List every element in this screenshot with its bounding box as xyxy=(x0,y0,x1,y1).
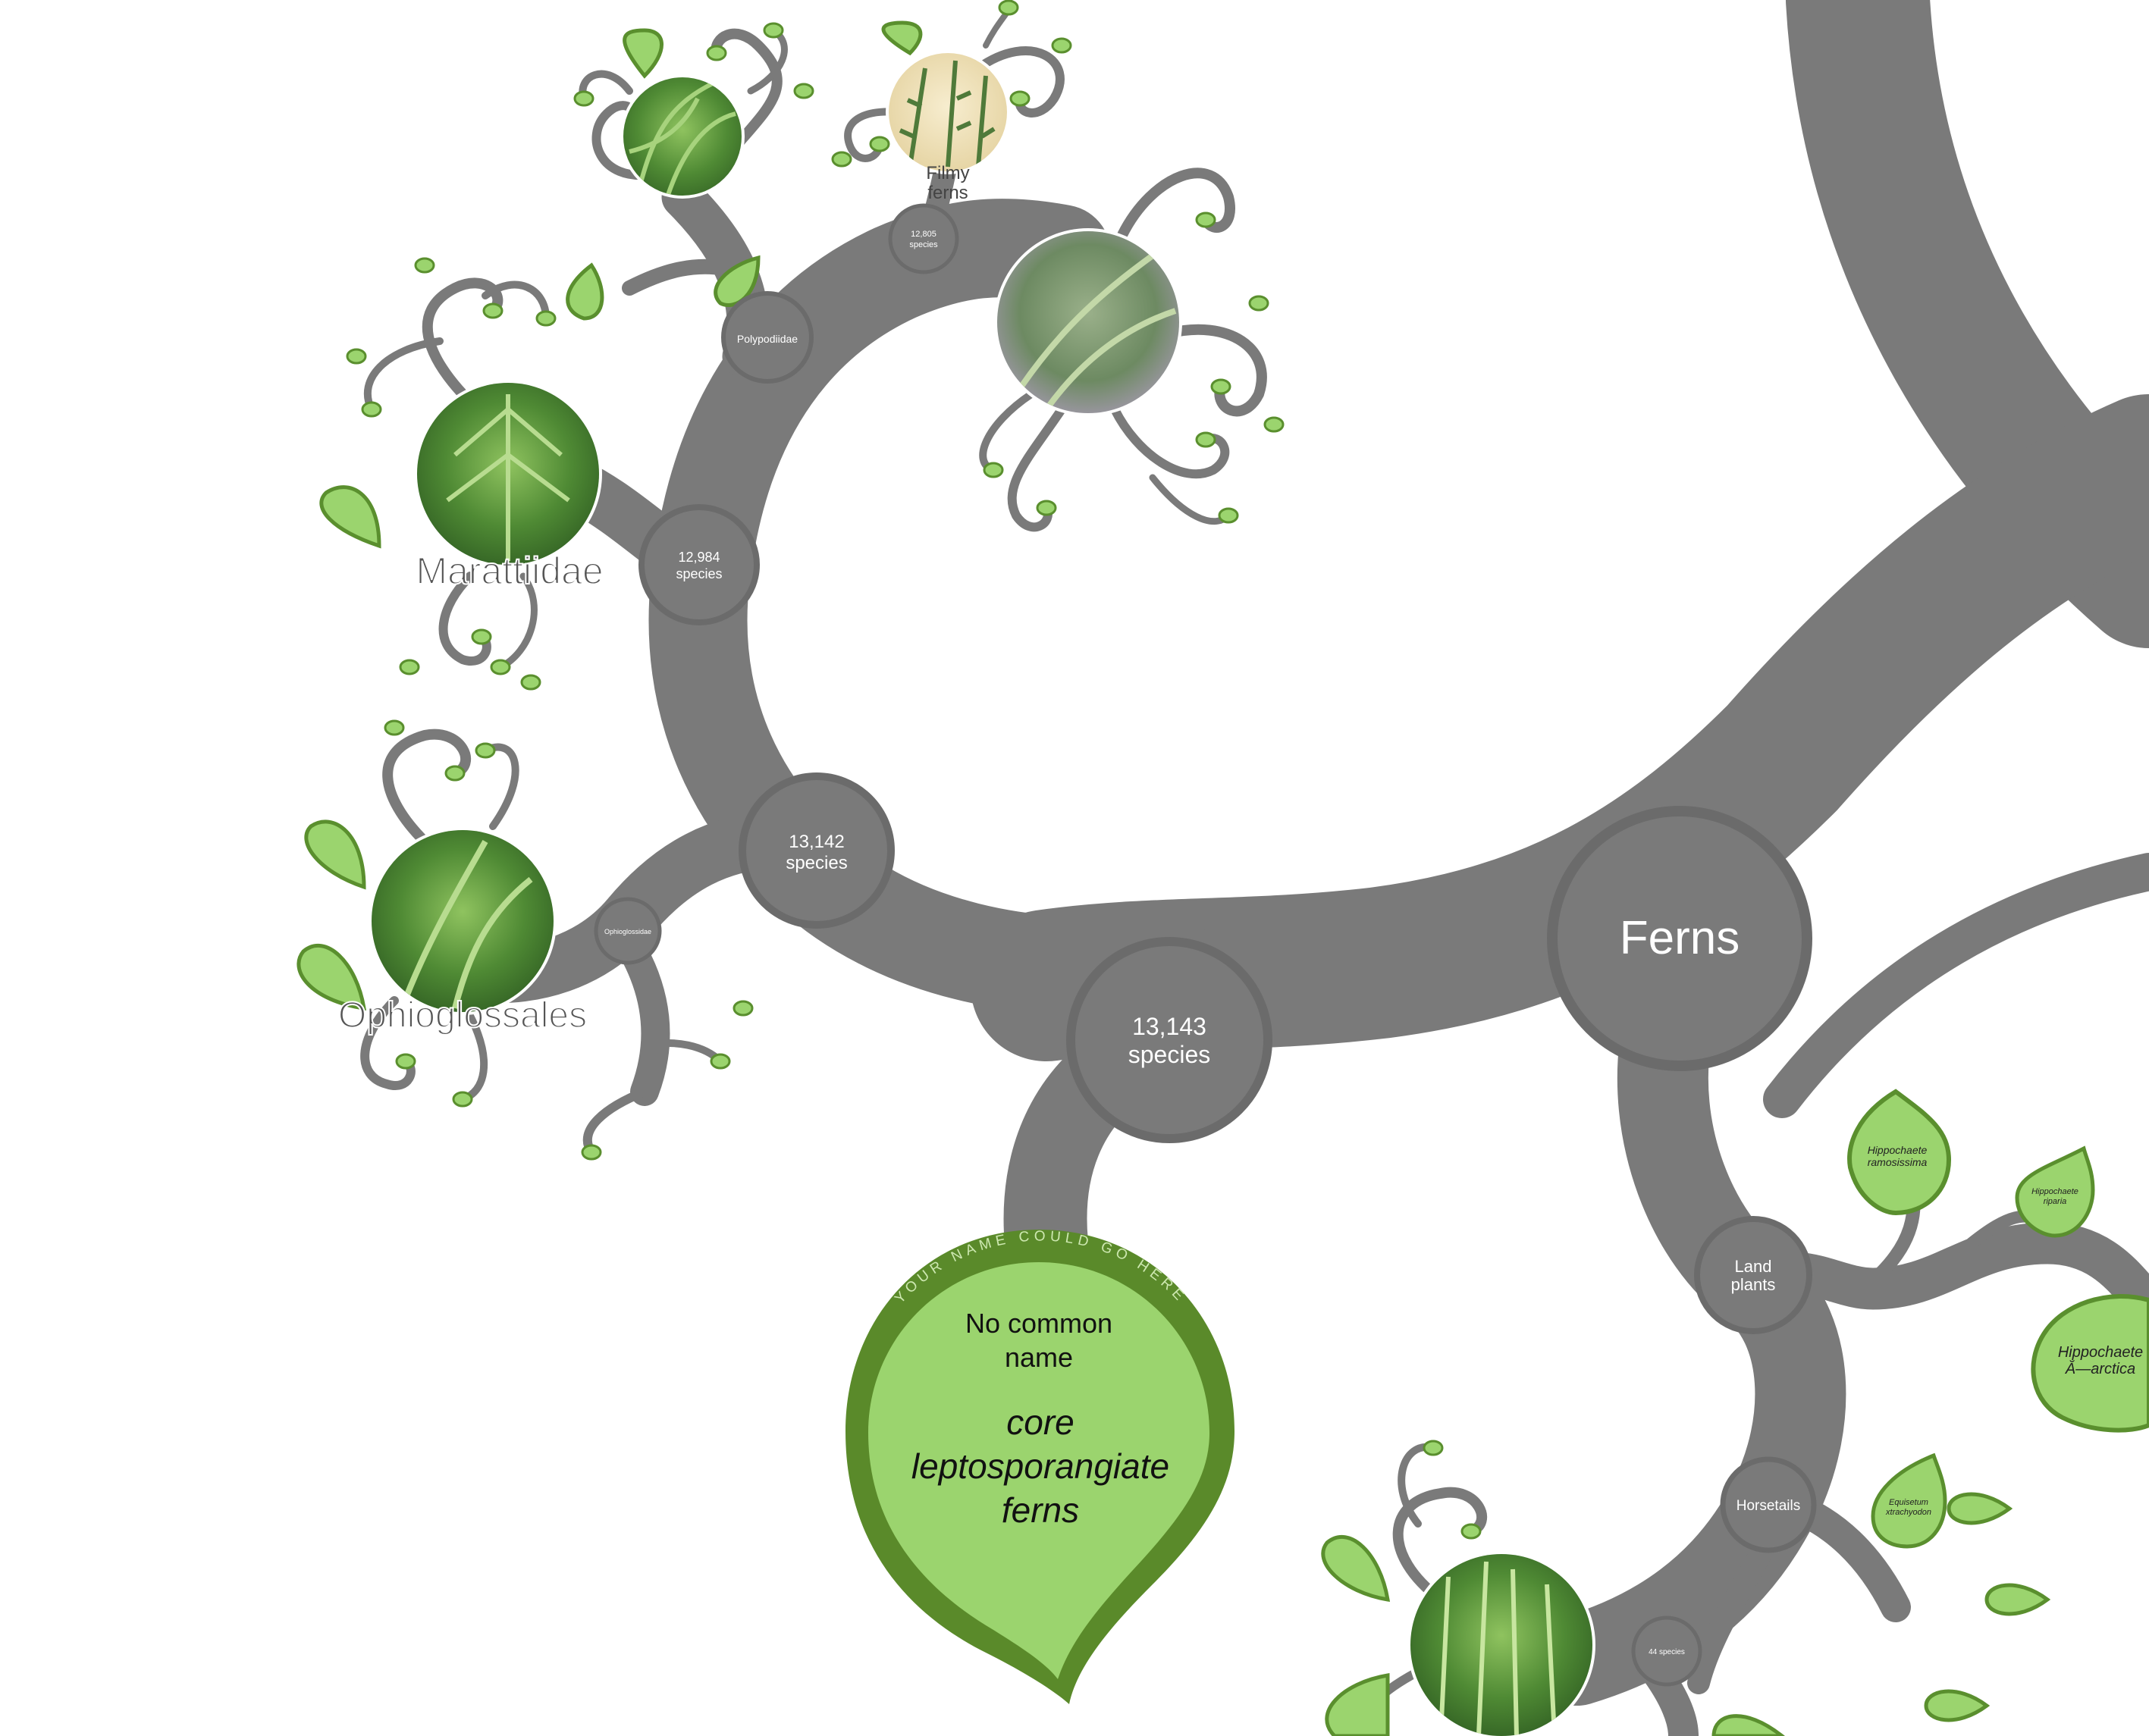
sponsor-leaf[interactable]: YOUR NAME COULD GO HERE No common name c… xyxy=(845,1228,1234,1704)
leaf-tip xyxy=(831,151,852,168)
fern-photo-icon[interactable] xyxy=(614,68,751,205)
leaf-tip xyxy=(535,310,557,327)
leaf-tip xyxy=(361,401,382,418)
leaf-title-2: riparia xyxy=(2044,1197,2067,1206)
leaf-tip xyxy=(983,462,1004,478)
species-count: 13,142 xyxy=(789,832,844,852)
species-count: 12,984 xyxy=(678,550,720,565)
leaf-tip xyxy=(346,348,367,365)
leaf-tip xyxy=(763,22,784,39)
leaf-title: Hippochaete xyxy=(2058,1344,2143,1361)
scientific-name-3: ferns xyxy=(1002,1490,1079,1530)
leaf-tip xyxy=(710,1053,731,1070)
leaf-tip xyxy=(384,719,405,736)
leaf-tip xyxy=(482,302,504,319)
horsetails-label: Horsetails xyxy=(1736,1498,1800,1514)
leaf-tip xyxy=(520,674,541,691)
leaf-tip xyxy=(1210,378,1231,395)
leaf-tip xyxy=(471,628,492,645)
scientific-name-2: leptosporangiate xyxy=(911,1446,1169,1486)
fern-photo-icon[interactable] xyxy=(993,227,1183,417)
species-unit: species xyxy=(909,240,938,249)
leaf-tip xyxy=(1218,507,1239,524)
node-polypodiidae[interactable]: Polypodiidae xyxy=(721,291,814,384)
filmy-ferns-label: Filmy xyxy=(926,163,969,183)
land-plants-label: Land xyxy=(1735,1257,1772,1276)
leaf-tip xyxy=(1195,212,1216,228)
common-name: No common xyxy=(965,1308,1112,1339)
leaf-title-2: ramosissima xyxy=(1868,1156,1928,1168)
leaf-title-2: xtrachyodon xyxy=(1885,1508,1931,1517)
horsetail-photo-icon[interactable] xyxy=(1407,1550,1596,1736)
leaf-tip xyxy=(733,1000,754,1017)
leaf-tip xyxy=(793,83,814,99)
species-leaf-equisetum-xtrachyodon[interactable]: Equisetum xtrachyodon xyxy=(1871,1452,1947,1549)
node-ferns[interactable]: Ferns xyxy=(1547,806,1812,1071)
common-name-2: name xyxy=(1005,1342,1073,1373)
ophioglossidae-label: Ophioglossidae xyxy=(604,928,651,935)
leaf-tip xyxy=(1460,1523,1482,1540)
filmy-ferns-label-2: ferns xyxy=(927,183,968,203)
leaf-tip xyxy=(452,1091,473,1108)
species-unit: species xyxy=(786,853,847,873)
node-core-species[interactable]: 13,143 species xyxy=(1066,937,1272,1143)
species-leaf-hippochaete-ramosissima[interactable]: Hippochaete ramosissima xyxy=(1847,1089,1952,1216)
leaf-tip xyxy=(1248,295,1269,312)
marattiidae-label: Marattiidae xyxy=(416,550,603,592)
leaf-tip xyxy=(1009,90,1031,107)
node-marat-species[interactable]: 12,984 species xyxy=(638,504,760,625)
species-leaf-hippochaete-arctica[interactable]: Hippochaete Ă—arctica xyxy=(2031,1294,2149,1433)
leaf-tip xyxy=(395,1053,416,1070)
ferns-label: Ferns xyxy=(1620,912,1740,964)
species-unit: species xyxy=(676,566,722,581)
leaf-title-2: Ă—arctica xyxy=(2065,1360,2135,1377)
leaf-tip xyxy=(581,1144,602,1161)
scientific-name: core xyxy=(1006,1402,1074,1442)
species-count: 12,805 xyxy=(911,230,936,239)
leaf-tip xyxy=(1423,1440,1444,1456)
node-ophioglossidae[interactable]: Ophioglossidae xyxy=(594,897,662,965)
leaf-tip xyxy=(1051,37,1072,54)
leaf-tip xyxy=(399,659,420,675)
ophioglossales-label: Ophioglossales xyxy=(338,995,587,1036)
fern-photo-icon[interactable]: Marattiidae xyxy=(413,379,604,593)
leaf-tip xyxy=(1195,431,1216,448)
leaf-tip xyxy=(573,90,595,107)
fern-illustration-icon[interactable]: Filmy ferns xyxy=(880,45,1016,203)
leaf-tip xyxy=(869,136,890,152)
species-unit: species xyxy=(1128,1041,1211,1068)
leaf-title: Equisetum xyxy=(1889,1498,1928,1507)
leaf-tip xyxy=(444,765,466,782)
leaf-tip xyxy=(490,659,511,675)
leaf-tip xyxy=(1036,500,1057,516)
species-count: 13,143 xyxy=(1132,1013,1206,1040)
species-count: 44 species xyxy=(1649,1648,1685,1656)
leaf-title: Hippochaete xyxy=(1868,1144,1928,1156)
node-horsetails[interactable]: Horsetails xyxy=(1720,1456,1817,1553)
decor-leaves xyxy=(296,20,2051,1736)
leaf-tip xyxy=(998,0,1019,16)
node-horse-species[interactable]: 44 species xyxy=(1631,1615,1702,1687)
leaf-tip xyxy=(475,742,496,759)
leaf-tip xyxy=(414,257,435,274)
node-land-plants[interactable]: Land plants xyxy=(1694,1216,1812,1334)
node-filmy-species[interactable]: 12,805 species xyxy=(888,203,959,274)
leaf-tip xyxy=(1263,416,1285,433)
land-plants-label-2: plants xyxy=(1731,1275,1776,1294)
leaf-tip xyxy=(706,45,727,61)
leaf-title: Hippochaete xyxy=(2031,1187,2078,1196)
polypodiidae-label: Polypodiidae xyxy=(737,333,798,345)
node-ophio-species[interactable]: 13,142 species xyxy=(739,772,895,929)
species-leaf-hippochaete-riparia[interactable]: Hippochaete riparia xyxy=(2015,1145,2095,1238)
fern-photo-icon[interactable]: Ophioglossales xyxy=(337,826,588,1036)
